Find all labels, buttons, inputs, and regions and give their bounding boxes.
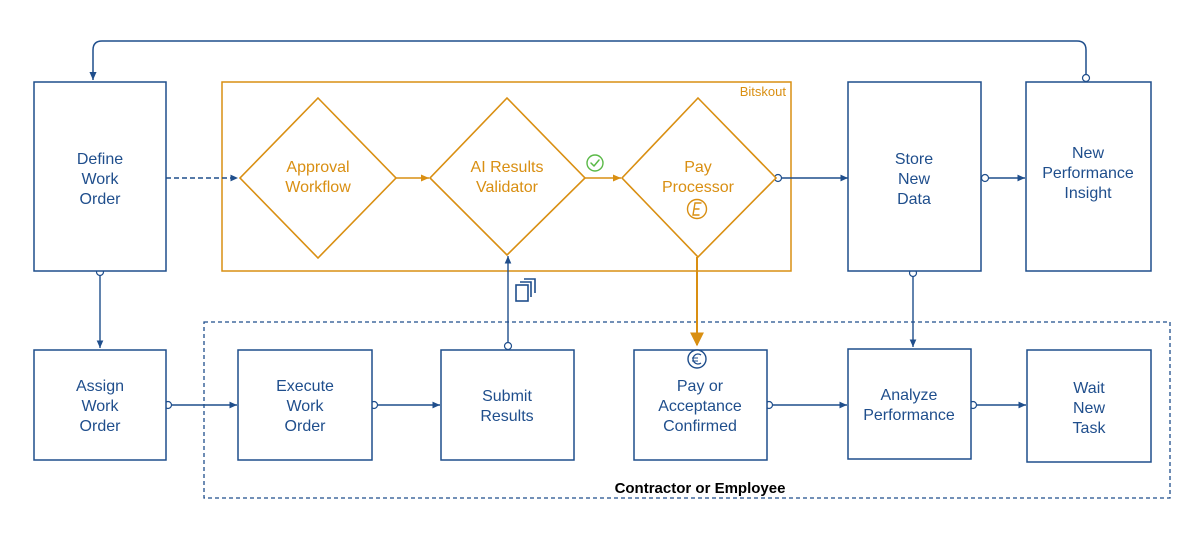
node-label: Execute (276, 378, 334, 395)
node-label: Processor (662, 179, 735, 196)
node-label: Submit (482, 388, 532, 405)
feedback-loop-connector (89, 40, 1087, 80)
node-label: Work (286, 398, 324, 415)
node-label: Task (1073, 420, 1107, 437)
connector-dot (1081, 73, 1091, 83)
node-label: Pay (684, 159, 712, 176)
wait-new-task-node: Wait New Task (1026, 349, 1152, 463)
connector-dot (503, 341, 513, 351)
node-label: Work (81, 171, 119, 188)
documents-stack-icon (515, 278, 536, 302)
submit-results-node: Submit Results (440, 349, 575, 461)
bitskout-label: Bitskout (740, 84, 787, 99)
node-label: Order (285, 418, 327, 435)
new-performance-insight-node: New Performance Insight (1025, 81, 1152, 272)
node-label: Order (80, 191, 122, 208)
ai-results-validator-node: AI Results Validator (428, 96, 587, 257)
contractor-group (203, 321, 1171, 499)
node-label: Performance (863, 407, 955, 424)
execute-work-order-node: Execute Work Order (237, 349, 373, 461)
contractor-label: Contractor or Employee (615, 480, 786, 497)
node-label: New (898, 171, 930, 188)
token-coin-icon (686, 198, 708, 220)
pay-processor-node: Pay Processor (620, 96, 778, 259)
assign-work-order-node: Assign Work Order (33, 349, 167, 461)
node-label: Workflow (285, 179, 351, 196)
node-label: Wait (1073, 380, 1105, 397)
node-label: Pay or (677, 378, 724, 395)
node-label: Acceptance (658, 398, 742, 415)
check-circle-icon (586, 154, 604, 172)
node-label: AI Results (471, 159, 544, 176)
node-label: Store (895, 151, 933, 168)
node-label: Confirmed (663, 418, 737, 435)
euro-coin-icon (687, 349, 707, 369)
node-label: Order (80, 418, 122, 435)
node-label: Insight (1064, 185, 1112, 202)
bitskout-group (221, 81, 792, 272)
pay-or-acceptance-confirmed-node: Pay or Acceptance Confirmed (633, 349, 768, 461)
node-label: Work (81, 398, 119, 415)
node-label: Assign (76, 378, 124, 395)
node-label: Data (897, 191, 931, 208)
node-label: Performance (1042, 165, 1134, 182)
node-label: New (1073, 400, 1105, 417)
analyze-performance-node: Analyze Performance (847, 348, 972, 460)
node-label: New (1072, 145, 1104, 162)
connector-dot (980, 173, 990, 183)
node-label: Analyze (881, 387, 938, 404)
node-label: Validator (476, 179, 539, 196)
node-label: Define (77, 151, 123, 168)
approval-workflow-node: Approval Workflow (238, 96, 398, 260)
define-work-order-node: Define Work Order (33, 81, 167, 272)
node-label: Results (480, 408, 533, 425)
store-new-data-node: Store New Data (847, 81, 982, 272)
node-label: Approval (286, 159, 349, 176)
